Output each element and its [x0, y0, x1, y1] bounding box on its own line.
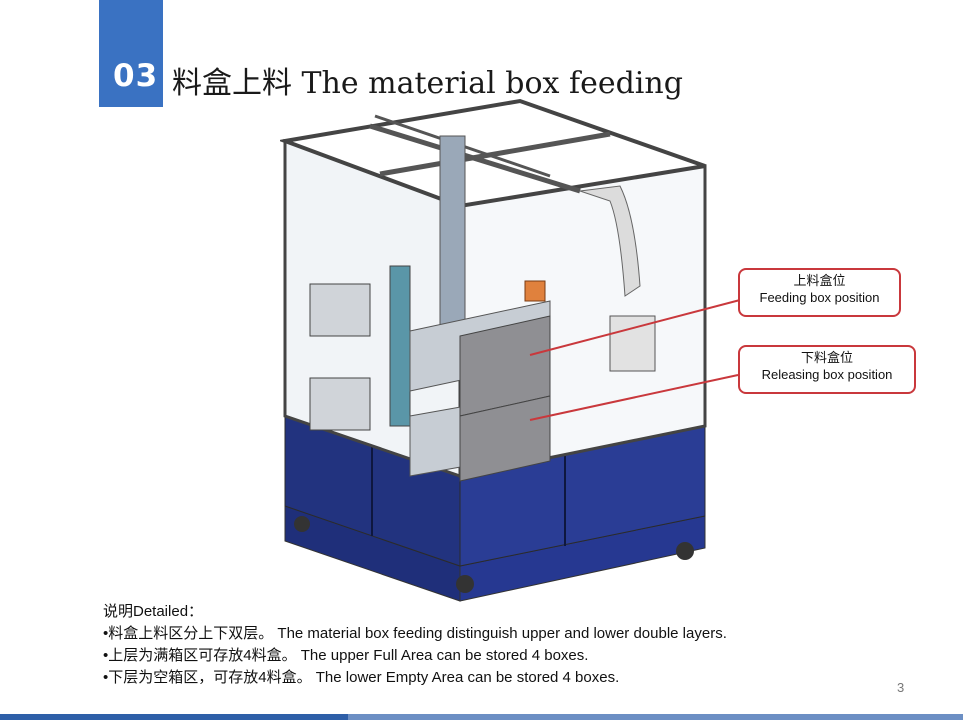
releasing-leader-line	[529, 374, 739, 421]
feeding-leader-line	[529, 299, 741, 356]
section-badge	[99, 0, 163, 107]
notes-line-2: •上层为满箱区可存放4料盒。 The upper Full Area can b…	[103, 647, 589, 664]
machine-illustration	[280, 98, 707, 602]
footer-bar	[0, 714, 963, 720]
releasing-box	[459, 395, 551, 482]
page-number: 3	[897, 680, 905, 695]
slide-title: 料盒上料 The material box feeding	[172, 66, 683, 101]
detail-notes: 说明Detailed： •料盒上料区分上下双层。 The material bo…	[103, 601, 727, 689]
releasing-box-callout: 下料盒位 Releasing box position	[738, 345, 916, 394]
feeding-callout-cn: 上料盒位	[793, 273, 846, 288]
releasing-callout-en: Releasing box position	[761, 367, 893, 382]
notes-heading: 说明Detailed：	[103, 603, 204, 620]
section-number: 03	[113, 58, 159, 94]
feeding-box-callout: 上料盒位 Feeding box position	[738, 268, 901, 317]
frame-top	[280, 98, 706, 209]
notes-line-3: •下层为空箱区，可存放4料盒。 The lower Empty Area can…	[103, 669, 620, 686]
feeding-callout-en: Feeding box position	[759, 290, 880, 305]
notes-line-1: •料盒上料区分上下双层。 The material box feeding di…	[103, 625, 727, 642]
releasing-callout-cn: 下料盒位	[800, 350, 853, 365]
